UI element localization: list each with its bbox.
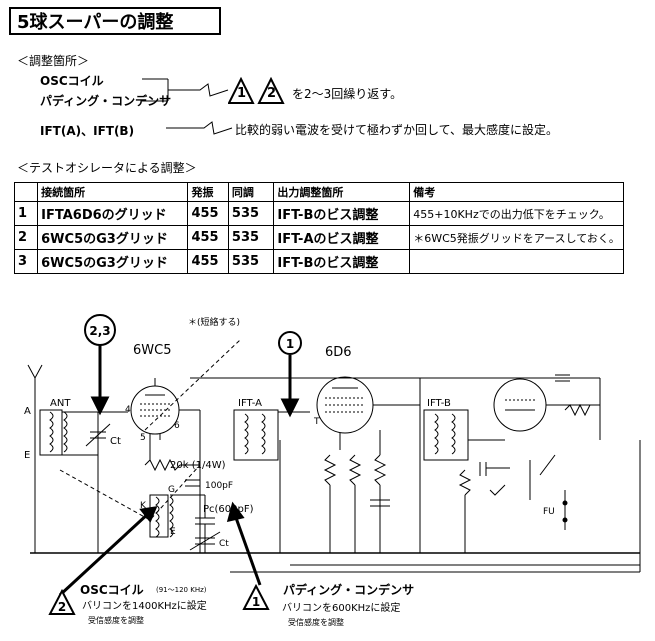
row-number: 2 <box>13 225 39 250</box>
tube-6d6-label: 6D6 <box>325 345 352 360</box>
adjust-point: IFT-Bのビス調整 <box>273 249 411 274</box>
callout-circle-1 <box>278 331 302 355</box>
ift-a-transformer <box>233 409 279 461</box>
osc-frequency: 455 <box>187 249 229 274</box>
padding-cap-title: パディング・コンデンサ <box>283 582 414 597</box>
coil-e-label: E <box>170 527 176 537</box>
osc-coil-range: (91～120 KHz) <box>156 586 207 594</box>
bottom-mark-2-label: 2 <box>58 600 66 614</box>
tube-output <box>493 378 547 432</box>
table-row: 3 6WC5のG3グリッド 455 535 IFT-Bのビス調整 <box>13 249 624 274</box>
table-header: 出力調整箇所 <box>273 182 411 202</box>
osc-coil-desc2: 受信感度を調整 <box>88 615 144 625</box>
remark: ＊6WC5発振グリッドをアースしておく。 <box>409 225 624 250</box>
padding-cap-desc2: 受信感度を調整 <box>288 617 344 627</box>
callout-circle-23 <box>84 314 116 346</box>
table-header: 備考 <box>409 182 624 202</box>
table-row: 2 6WC5のG3グリッド 455 535 IFT-Aのビス調整 ＊6WC5発振… <box>13 225 624 250</box>
coil-k-label: K <box>140 501 147 511</box>
ift-a-label: IFT-A <box>238 398 262 409</box>
connection-point: 6WC5のG3グリッド <box>37 249 189 274</box>
tube-6wc5 <box>130 385 180 435</box>
triangle-mark-bottom-1 <box>242 583 270 610</box>
short-note: ＊(短絡する) <box>188 316 240 328</box>
row-number: 1 <box>13 201 39 226</box>
ct2-label: Ct <box>219 539 229 549</box>
osc-coil-desc1: バリコンを1400KHzに設定 <box>82 599 207 612</box>
ift-b-transformer <box>423 409 469 461</box>
osc-frequency: 455 <box>187 201 229 226</box>
repeat-note: を2～3回繰り返す。 <box>292 87 403 101</box>
antenna-icon <box>27 364 43 380</box>
remark: 455+10KHzでの出力低下をチェック。 <box>409 201 624 226</box>
ift-arrow <box>166 121 233 135</box>
connection-point: IFTA6D6のグリッド <box>37 201 189 226</box>
t-label: T <box>313 417 320 427</box>
ant-label: ANT <box>50 398 71 409</box>
schematic-diagram: 2,3 1 ＊(短絡する) 6WC5 6D6 ANT IFT-A IFT-B A… <box>24 314 641 627</box>
callout-23-label: 2,3 <box>89 324 110 338</box>
ct-label: Ct <box>110 436 121 447</box>
terminal-a-label: A <box>24 406 31 417</box>
padding-condenser-label: パディング・コンデンサ <box>40 94 172 108</box>
osc-coil-title: OSCコイル <box>80 583 144 597</box>
tune-frequency: 535 <box>227 249 275 274</box>
adjustment-table: 接続箇所 発振 同調 出力調整箇所 備考 1 IFTA6D6のグリッド 455 … <box>13 182 624 274</box>
tune-frequency: 535 <box>227 225 275 250</box>
padding-cap-desc1: バリコンを600KHzに設定 <box>282 601 400 614</box>
fuse-label: FU <box>543 507 555 517</box>
remark <box>409 249 624 274</box>
adjust-point: IFT-Aのビス調整 <box>273 225 411 250</box>
triangle-mark-bottom-2 <box>48 588 76 615</box>
pc-label: Pc(600pF) <box>203 504 254 515</box>
table-row: 1 IFTA6D6のグリッド 455 535 IFT-Bのビス調整 455+10… <box>13 201 624 226</box>
adjust-point: IFT-Bのビス調整 <box>273 201 411 226</box>
table-header: 同調 <box>227 182 275 202</box>
row-number: 3 <box>13 249 39 274</box>
osc-frequency: 455 <box>187 225 229 250</box>
bracket-arrow <box>142 78 229 102</box>
table-header: 接続箇所 <box>37 182 189 202</box>
resistor-20k-label: 20k (1/4W) <box>170 460 226 471</box>
ift-label: IFT(A)、IFT(B) <box>40 124 135 138</box>
triangle-marks <box>228 77 285 104</box>
callout-1-label: 1 <box>286 337 294 351</box>
section2-heading: ＜テストオシレータによる調整＞ <box>17 161 197 175</box>
tube-6wc5-label: 6WC5 <box>133 343 171 358</box>
table-header: 発振 <box>187 182 229 202</box>
page-title: 5球スーパーの調整 <box>9 7 221 35</box>
table-header-row: 接続箇所 発振 同調 出力調整箇所 備考 <box>13 182 624 202</box>
ift-b-label: IFT-B <box>427 398 451 409</box>
osc-coil-label: OSCコイル <box>40 74 104 88</box>
cap-100pf-label: 100pF <box>205 481 233 491</box>
section1-heading: ＜調整箇所＞ <box>17 54 90 68</box>
pin5-label: 5 <box>140 433 146 443</box>
pin4-label: 4 <box>125 405 131 415</box>
bottom-mark-1-label: 1 <box>252 595 260 609</box>
triangle-mark-2: 2 <box>267 86 277 101</box>
pin6-label: 6 <box>174 421 180 431</box>
table-header <box>13 182 39 202</box>
ift-note: 比較的弱い電波を受けて極わずか回して、最大感度に設定。 <box>235 123 559 137</box>
connection-point: 6WC5のG3グリッド <box>37 225 189 250</box>
tune-frequency: 535 <box>227 201 275 226</box>
terminal-e-label: E <box>24 450 30 461</box>
triangle-mark-1: 1 <box>237 86 247 101</box>
coil-g-label: G <box>168 485 175 495</box>
